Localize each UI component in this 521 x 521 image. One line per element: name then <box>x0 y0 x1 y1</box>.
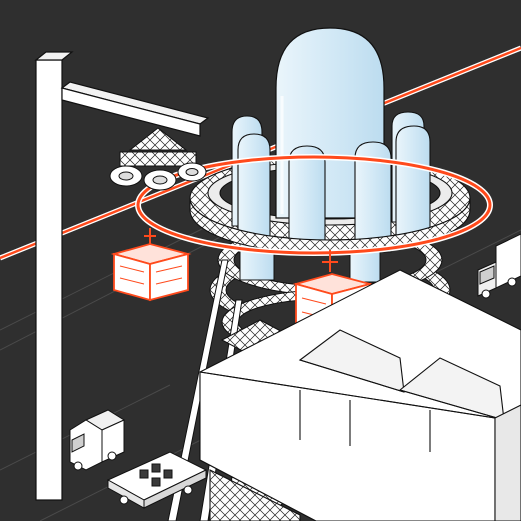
truss-ring-front <box>189 197 471 255</box>
silo-tank-icon <box>237 133 271 239</box>
silo-tank-icon <box>395 125 431 241</box>
support-pole <box>34 51 210 501</box>
platform-building <box>199 269 521 521</box>
cable-car-cabin-icon <box>110 228 192 302</box>
delivery-truck-icon <box>477 233 521 299</box>
pulley-station <box>109 127 207 191</box>
ropeway-loop <box>135 154 493 256</box>
silo-tank-icon <box>354 141 392 253</box>
delivery-truck-icon <box>106 451 208 509</box>
delivery-truck-icon <box>69 409 126 471</box>
silo-tank-icon <box>288 145 326 251</box>
